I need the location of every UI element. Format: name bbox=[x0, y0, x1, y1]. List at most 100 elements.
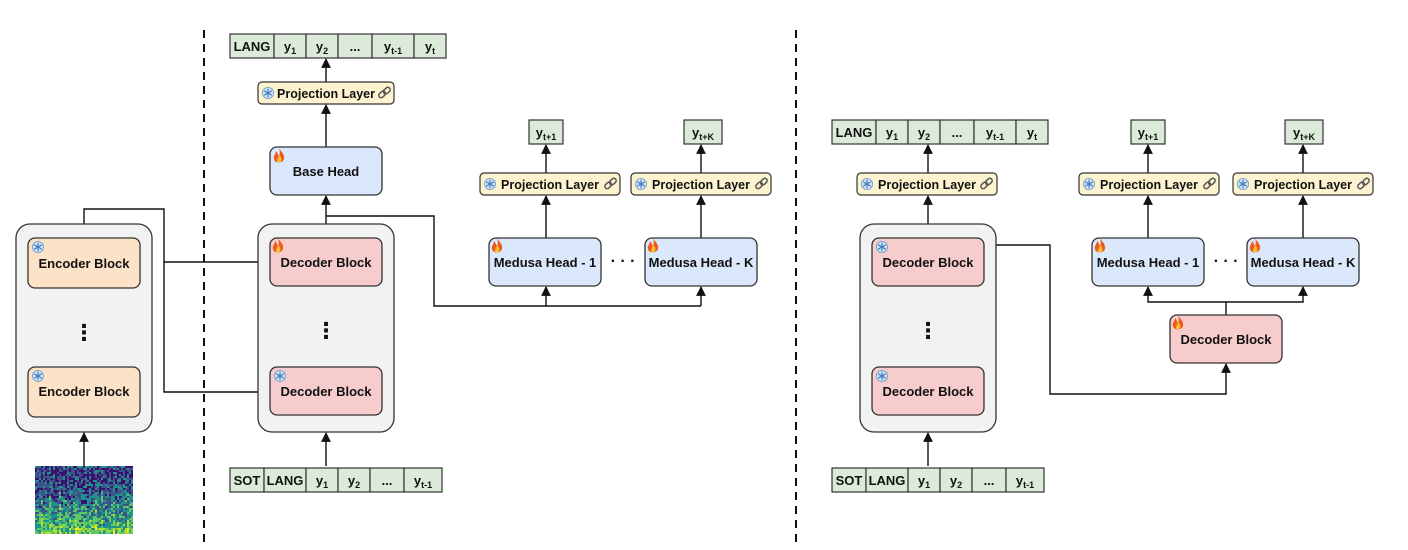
svg-text:y1: y1 bbox=[316, 473, 328, 490]
left-base-projection: Projection Layer bbox=[257, 81, 395, 105]
svg-text:...: ... bbox=[382, 473, 393, 488]
token-cell: ... bbox=[369, 467, 405, 493]
right-medusa-output-k: yt+K bbox=[1284, 119, 1324, 145]
token-base: y bbox=[414, 473, 422, 488]
decoder-block-label: Decoder Block bbox=[1180, 332, 1272, 347]
svg-text:y2: y2 bbox=[348, 473, 360, 490]
right-extra-decoder-block: Decoder Block bbox=[1169, 314, 1283, 364]
left-medusa-output-k: yt+K bbox=[683, 119, 723, 145]
token-cell: LANG bbox=[229, 33, 275, 59]
token-base: y bbox=[918, 473, 926, 488]
token-subscript: t+K bbox=[1300, 132, 1315, 142]
snowflake-icon bbox=[861, 178, 873, 190]
token-base: ... bbox=[952, 125, 963, 140]
snowflake-icon bbox=[32, 370, 44, 382]
token-subscript: 2 bbox=[925, 132, 930, 142]
right-medusa-projection-1: Projection Layer bbox=[1078, 172, 1220, 196]
encoder-ellipsis: ⋮ bbox=[73, 320, 95, 345]
token-subscript: t bbox=[1034, 132, 1037, 142]
encoder-block-label: Encoder Block bbox=[38, 384, 130, 399]
snowflake-icon bbox=[635, 178, 647, 190]
token-subscript: t-1 bbox=[391, 46, 402, 56]
token-base: y bbox=[918, 125, 926, 140]
decoder-block-label: Decoder Block bbox=[882, 384, 974, 399]
token-cell: yt-1 bbox=[1005, 467, 1045, 493]
token-cell: ... bbox=[971, 467, 1007, 493]
left-medusa-projection-1: Projection Layer bbox=[479, 172, 621, 196]
medusa-head-label: Medusa Head - 1 bbox=[1097, 255, 1200, 270]
encoder-stack: Encoder Block ⋮ Encoder Block bbox=[15, 223, 153, 534]
token-base: LANG bbox=[869, 473, 906, 488]
token-subscript: t-1 bbox=[993, 132, 1004, 142]
svg-text:yt: yt bbox=[425, 39, 435, 56]
connector bbox=[163, 262, 270, 397]
spectrogram-icon bbox=[35, 466, 133, 534]
svg-text:y2: y2 bbox=[316, 39, 328, 56]
token-cell: yt-1 bbox=[973, 119, 1017, 145]
base-head: Base Head bbox=[269, 146, 383, 196]
token-cell: yt-1 bbox=[403, 467, 443, 493]
left-medusa-output-1: yt+1 bbox=[528, 119, 564, 145]
decoder-block-label: Decoder Block bbox=[280, 384, 372, 399]
snowflake-icon bbox=[484, 178, 496, 190]
svg-text:LANG: LANG bbox=[836, 125, 873, 140]
right-medusa-output-1: yt+1 bbox=[1130, 119, 1166, 145]
token-base: LANG bbox=[836, 125, 873, 140]
svg-text:y1: y1 bbox=[918, 473, 930, 490]
token-cell: y1 bbox=[305, 467, 339, 493]
svg-text:yt-1: yt-1 bbox=[414, 473, 432, 490]
token-subscript: 2 bbox=[323, 46, 328, 56]
token-cell: y1 bbox=[273, 33, 307, 59]
token-base: SOT bbox=[234, 473, 261, 488]
svg-text:SOT: SOT bbox=[836, 473, 863, 488]
projection-layer-label: Projection Layer bbox=[1254, 178, 1352, 192]
token-base: y bbox=[425, 39, 433, 54]
projection-layer-label: Projection Layer bbox=[501, 178, 599, 192]
svg-text:y2: y2 bbox=[950, 473, 962, 490]
token-cell: yt-1 bbox=[371, 33, 415, 59]
token-base: ... bbox=[350, 39, 361, 54]
token-base: y bbox=[348, 473, 356, 488]
token-subscript: t+1 bbox=[543, 132, 556, 142]
right-heads-ellipsis: · · · bbox=[1214, 253, 1239, 270]
projection-layer-label: Projection Layer bbox=[277, 87, 375, 101]
token-base: y bbox=[536, 125, 544, 140]
token-base: y bbox=[950, 473, 958, 488]
token-base: y bbox=[1138, 125, 1146, 140]
svg-text:SOT: SOT bbox=[234, 473, 261, 488]
token-subscript: t-1 bbox=[421, 480, 432, 490]
snowflake-icon bbox=[274, 370, 286, 382]
snowflake-icon bbox=[262, 87, 274, 99]
right-decoder-block-top: Decoder Block bbox=[871, 237, 985, 287]
right-base-projection: Projection Layer bbox=[856, 172, 998, 196]
token-base: y bbox=[1016, 473, 1024, 488]
token-base: y bbox=[692, 125, 700, 140]
token-base: y bbox=[1293, 125, 1301, 140]
token-subscript: 2 bbox=[957, 480, 962, 490]
connectors bbox=[79, 58, 1308, 466]
projection-layer-label: Projection Layer bbox=[878, 178, 976, 192]
snowflake-icon bbox=[1083, 178, 1095, 190]
token-base: y bbox=[384, 39, 392, 54]
medusa-head-label: Medusa Head - K bbox=[649, 255, 754, 270]
snowflake-icon bbox=[32, 241, 44, 253]
right-medusa-head-1: Medusa Head - 1 bbox=[1091, 237, 1205, 287]
right-medusa-projection-k: Projection Layer bbox=[1232, 172, 1374, 196]
token-cell: yt bbox=[413, 33, 447, 59]
token-base: y bbox=[986, 125, 994, 140]
token-subscript: 1 bbox=[893, 132, 898, 142]
token-subscript: t-1 bbox=[1023, 480, 1034, 490]
left-decoder-ellipsis: ⋮ bbox=[315, 318, 337, 343]
svg-text:yt-1: yt-1 bbox=[986, 125, 1004, 142]
token-cell: ... bbox=[939, 119, 975, 145]
token-base: y bbox=[284, 39, 292, 54]
token-cell: y2 bbox=[907, 119, 941, 145]
token-cell: y2 bbox=[337, 467, 371, 493]
svg-text:y1: y1 bbox=[284, 39, 296, 56]
connector bbox=[83, 208, 270, 267]
